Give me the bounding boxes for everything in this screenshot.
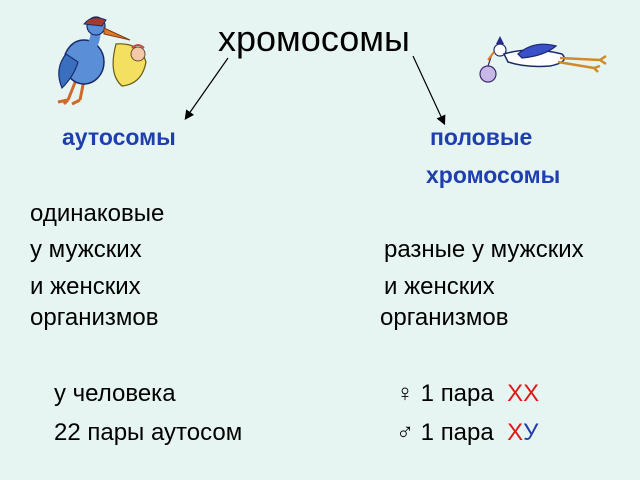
sex-desc-line: и женских [384, 273, 495, 300]
autosomes-heading: аутосомы [62, 124, 176, 150]
female-symbol-icon: ♀ [396, 380, 414, 407]
page-title: хромосомы [218, 18, 410, 59]
autosomes-desc-line: у мужских [30, 236, 142, 263]
autosomes-desc-line: организмов [30, 304, 159, 331]
flying-stork-icon [479, 36, 607, 83]
arrow-to-sex-chromosomes [412, 55, 446, 126]
male-symbol-icon: ♂ [396, 419, 414, 446]
x-chromosome: Х [507, 380, 524, 407]
y-chromosome: У [523, 419, 539, 446]
autosome-pairs: 22 пары аутосом [54, 419, 243, 446]
stork-with-baby-icon [57, 16, 147, 106]
female-karyotype: ♀ 1 пара ХХ [396, 380, 539, 408]
x-chromosome: Х [507, 419, 524, 446]
sex-desc-line: разные у мужских [384, 236, 584, 263]
human-label: у человека [54, 380, 176, 407]
sex-chromosomes-heading-line1: половые [430, 124, 533, 150]
autosomes-desc-line: и женских [30, 273, 141, 300]
pair-count: 1 пара [420, 380, 494, 407]
autosomes-desc-line: одинаковые [30, 200, 165, 227]
sex-desc-line: организмов [380, 304, 509, 331]
x-chromosome: Х [523, 380, 540, 407]
arrow-to-autosomes [184, 57, 229, 120]
sex-chromosomes-heading-line2: хромосомы [426, 162, 561, 188]
male-karyotype: ♂ 1 пара ХУ [396, 419, 538, 447]
pair-count: 1 пара [420, 419, 494, 446]
